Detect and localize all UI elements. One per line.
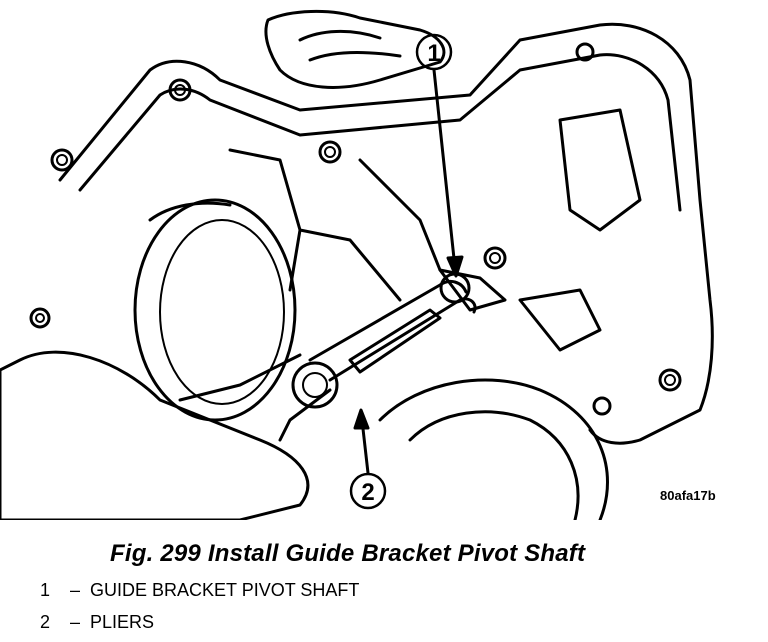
bolt-hole [35, 313, 45, 323]
bolt-hole [658, 368, 682, 392]
callout-arrowhead-2 [353, 408, 370, 430]
legend-item: 2–PLIERS [40, 612, 154, 633]
hand-bottom [0, 350, 310, 520]
legend-dash: – [69, 580, 80, 600]
figure-reference-code: 80afa17b [660, 488, 716, 503]
legend-dash: – [69, 612, 80, 632]
pliers-jaw-lower [328, 297, 477, 382]
hand-top-finger [298, 30, 402, 62]
case-bore-inner [159, 219, 285, 405]
pliers-pivot-inner [302, 372, 328, 398]
pliers-handle-upper [178, 353, 302, 402]
guide-bracket [438, 268, 507, 312]
pliers-handle-lower [278, 388, 332, 442]
case-flange-inner [78, 53, 682, 212]
bolt-hole [575, 42, 595, 62]
legend-label: GUIDE BRACKET PIVOT SHAFT [90, 580, 360, 600]
legend-number: 2 [40, 612, 51, 632]
figure-caption: Fig. 299 Install Guide Bracket Pivot Sha… [110, 540, 586, 567]
bolt-hole [29, 307, 51, 329]
callout-number-1: 1 [427, 40, 440, 67]
bolt-hole [483, 246, 507, 270]
bolt-hole [174, 84, 186, 96]
callout-leader-1 [432, 68, 457, 270]
bolt-hole [489, 252, 501, 264]
case-bore [133, 198, 297, 422]
case-flange [58, 22, 714, 445]
casting-pocket [518, 108, 642, 352]
bolt-hole [592, 396, 612, 416]
pliers-pivot [291, 361, 339, 409]
callout-arrowhead-1 [446, 255, 464, 278]
legend-number: 1 [40, 580, 51, 600]
hand-top [264, 10, 446, 89]
bolt-hole [324, 146, 336, 158]
casting-rib [228, 148, 442, 302]
rear-housing [378, 378, 609, 520]
rear-housing-inner [408, 410, 580, 520]
bolt-hole [664, 374, 676, 386]
bolt-hole [50, 148, 74, 172]
bolt-hole [56, 154, 68, 166]
legend-item: 1–GUIDE BRACKET PIVOT SHAFT [40, 580, 359, 601]
transmission-case-illustration: 1 2 [0, 10, 714, 520]
bolt-hole [318, 140, 342, 164]
pliers-arm [348, 308, 442, 374]
bolt-hole [168, 78, 192, 102]
callout-number-2: 2 [361, 479, 374, 506]
case-bore-lip [148, 201, 232, 222]
legend-label: PLIERS [90, 612, 155, 632]
